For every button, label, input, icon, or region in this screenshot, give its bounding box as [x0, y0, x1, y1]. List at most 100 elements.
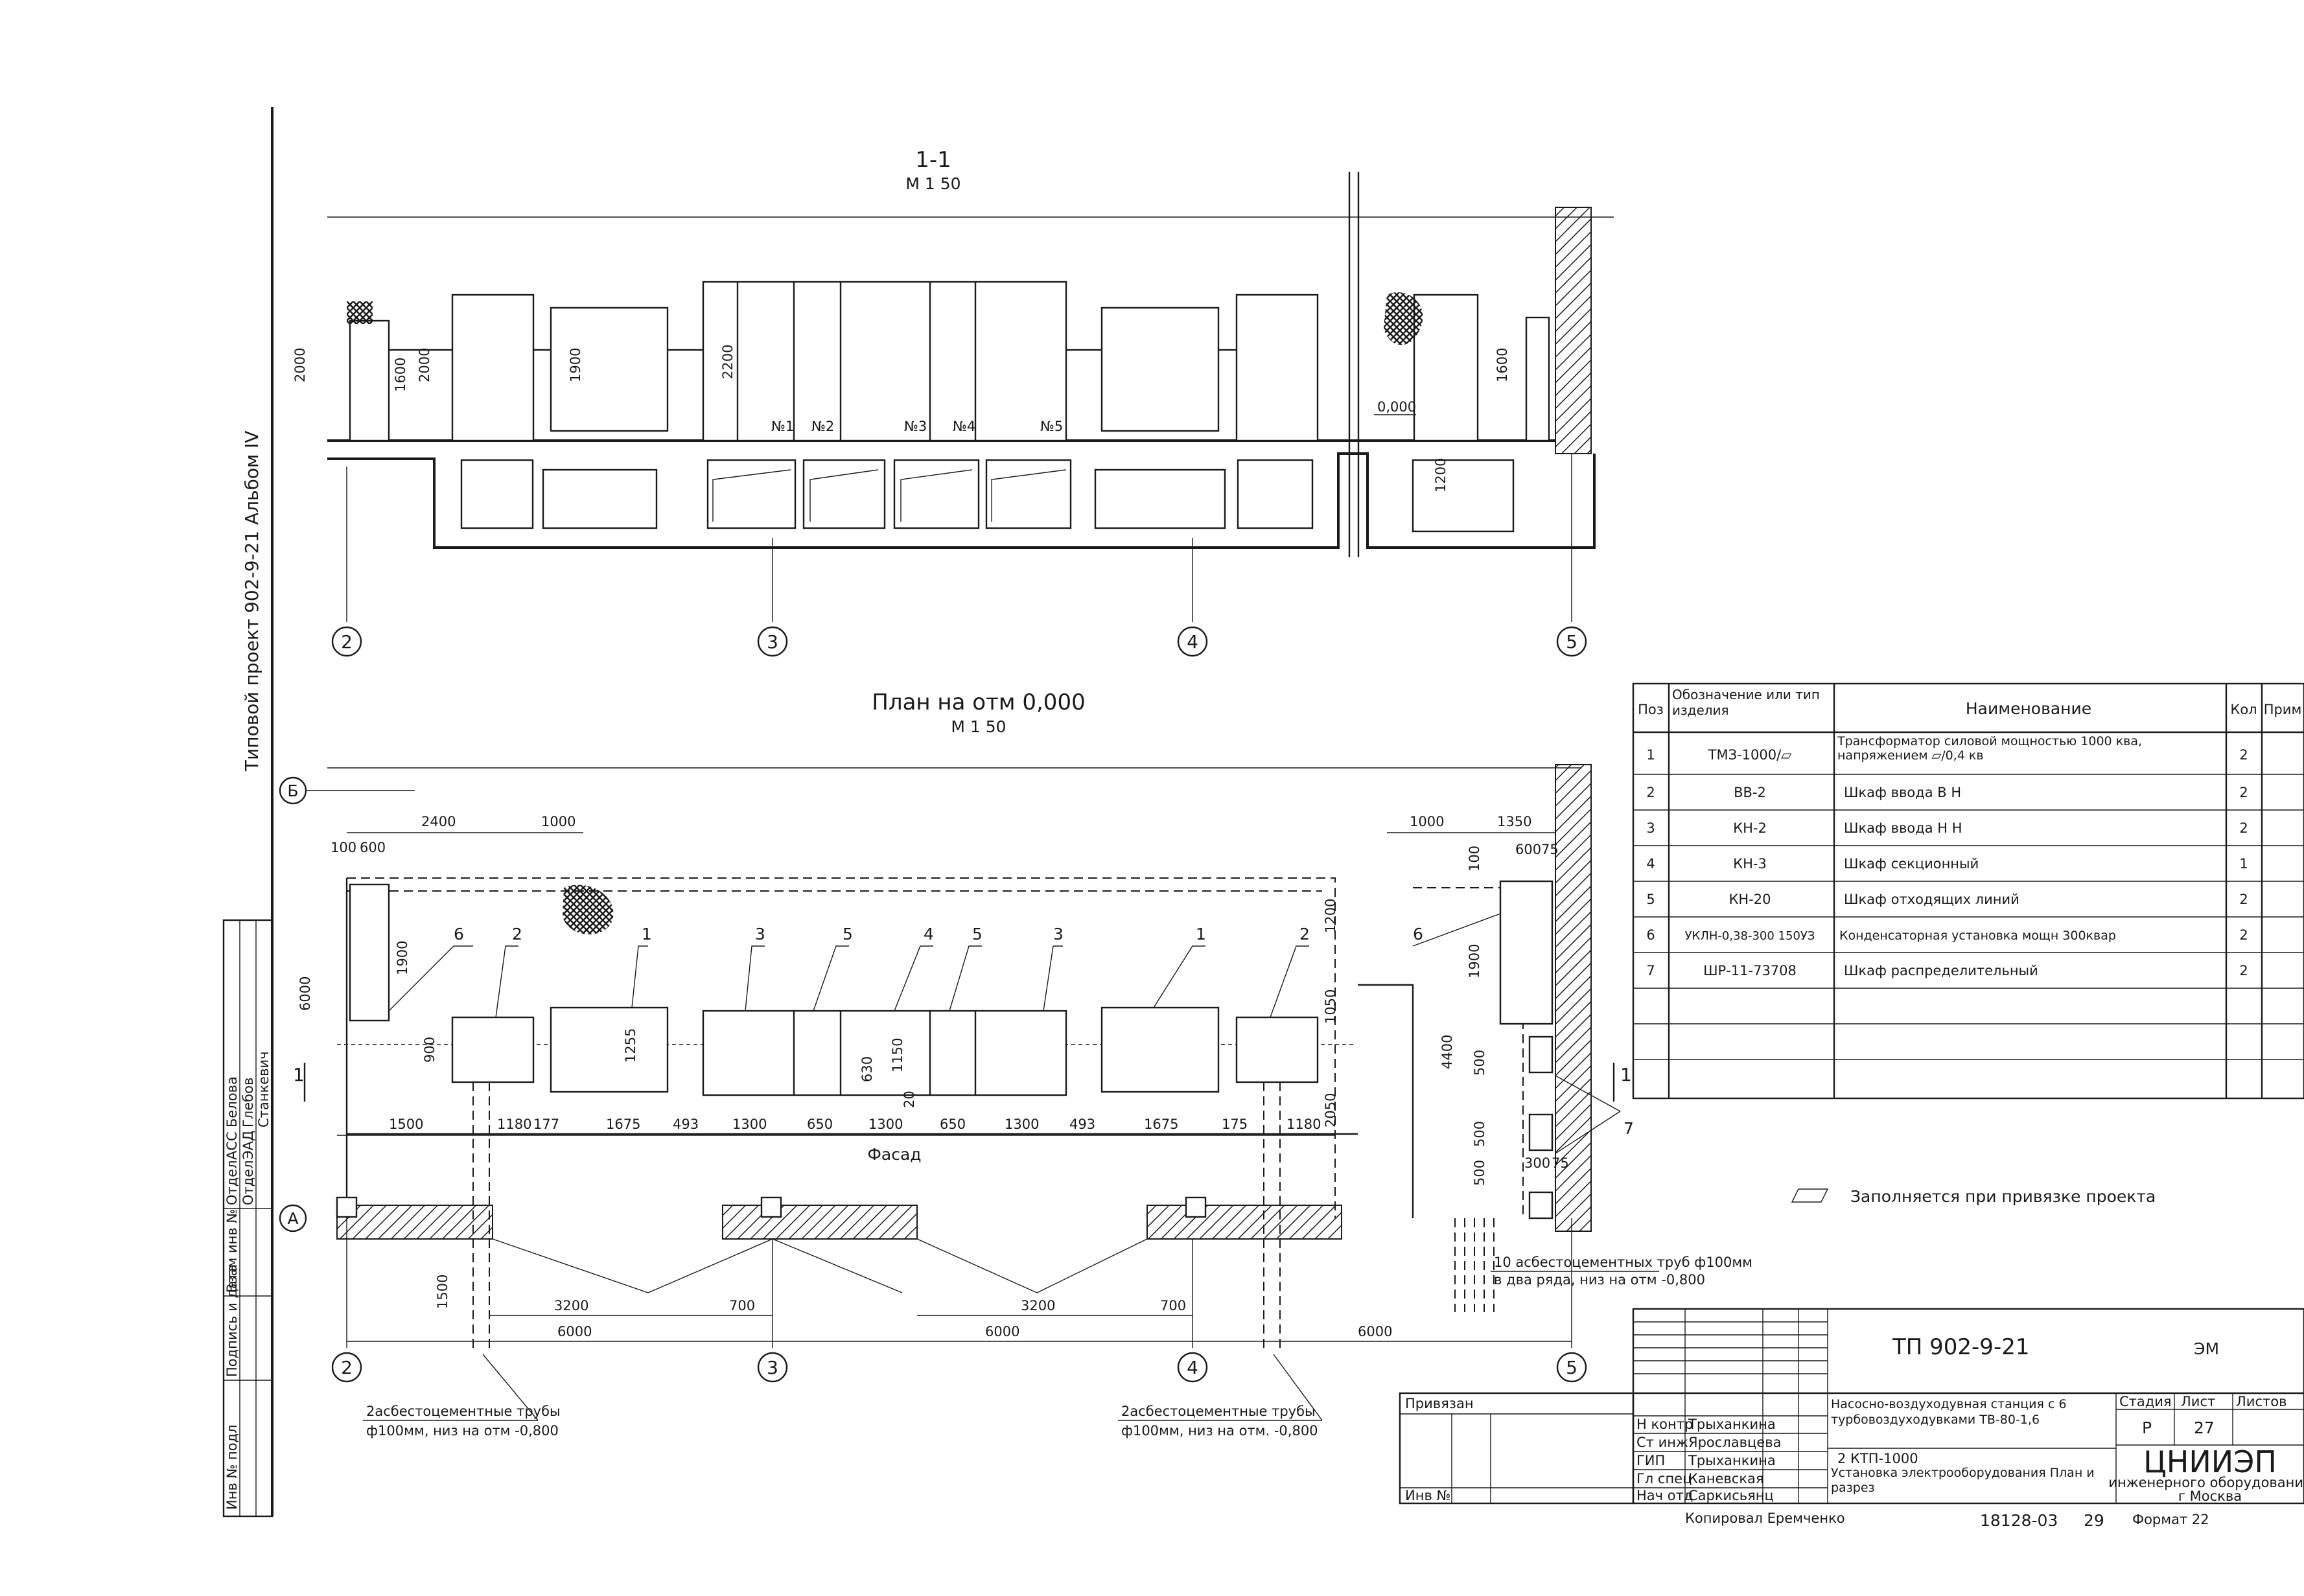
row-pos: 5	[1646, 892, 1655, 907]
org-logo: ЦНИИЭП	[2143, 1444, 2277, 1479]
staff-name: Саркисьянц	[1688, 1488, 1774, 1503]
plan-view: План на отм 0,000 М 1 50 Б А	[279, 689, 2156, 1439]
section-scale: М 1 50	[905, 174, 960, 193]
note-pipes-left-1: 2асбестоцементные трубы	[366, 1404, 561, 1419]
staff-name: Трыханкина	[1688, 1453, 1776, 1468]
pipe-bank	[1454, 1218, 1495, 1312]
cable-channel	[327, 452, 1596, 549]
plan-cabinet-7c	[1528, 1191, 1553, 1220]
plan-axis-2: 2	[341, 1357, 353, 1378]
dim-1500v: 1500	[435, 1275, 450, 1309]
staff-role: Гл спец	[1636, 1471, 1692, 1486]
dim-2400: 2400	[421, 814, 456, 829]
row-name: Трансформатор силовой мощностью 1000 ква…	[1837, 734, 2143, 763]
dim-1255: 1255	[623, 1028, 638, 1063]
plan-cabinet-6-left	[349, 883, 390, 1022]
callout: 4	[924, 925, 934, 943]
format: Формат 22	[2132, 1512, 2209, 1527]
desc-1: Насосно-воздуходувная станция с 6 турбов…	[1831, 1397, 2067, 1427]
dim-100b: 100	[1467, 846, 1482, 872]
section-dim-1900: 1900	[568, 348, 583, 382]
doc-code: ТП 902-9-21	[1892, 1334, 2029, 1360]
row-dim: 1300	[732, 1116, 767, 1132]
row-qty: 1	[2239, 856, 2248, 872]
dim-6000c: 6000	[1358, 1324, 1392, 1339]
axis-b: Б	[287, 781, 298, 800]
callout: 5	[972, 925, 983, 943]
note-pipes-right-1: 2асбестоцементные трубы	[1121, 1404, 1316, 1419]
callout: 1	[642, 925, 652, 943]
th-pos: Поз	[1638, 702, 1664, 717]
callout: 3	[755, 925, 765, 943]
stadia-value: Р	[2142, 1418, 2152, 1437]
row-dim: 650	[807, 1116, 833, 1132]
section-transformer-right	[1100, 306, 1220, 432]
staff-role: Нач отд	[1636, 1488, 1693, 1503]
staff-name: Ярославцева	[1688, 1435, 1781, 1450]
row-pos: 4	[1646, 856, 1655, 872]
label-n3: №3	[904, 419, 927, 434]
plan-cabinet-7a	[1528, 1035, 1553, 1074]
dim-1900a: 1900	[395, 941, 410, 975]
stamp-col2-2: ЭАД	[240, 1131, 256, 1160]
plan-cabinet-2-right	[1235, 1016, 1319, 1083]
staff-role: Ст инж	[1636, 1435, 1688, 1450]
plan-cabinet-2-left	[451, 1016, 535, 1083]
row-qty: 2	[2239, 927, 2248, 943]
plan-axis-5: 5	[1566, 1357, 1577, 1378]
dim-500a: 500	[1472, 1050, 1487, 1076]
staff-name: Трыханкина	[1688, 1417, 1776, 1432]
spec-table: Поз Обозначение или тип изделия Наименов…	[1632, 682, 2304, 1100]
label-n1: №1	[771, 419, 794, 434]
foundation-right	[1146, 1205, 1342, 1240]
sheet-mark: ЭМ	[2194, 1339, 2219, 1358]
vertical-title: Типовой проект 902-9-21 Альбом IV	[241, 431, 262, 772]
foundation-left	[336, 1205, 493, 1240]
section-dim-2200: 2200	[720, 345, 736, 379]
plan-dim-row: 1500 1180 177 1675 493 1300 650 1300 650…	[389, 1116, 1321, 1132]
row-type: КН-3	[1733, 856, 1767, 872]
dim-20: 20	[902, 1091, 917, 1108]
callout: 3	[1053, 925, 1064, 943]
row-dim: 175	[1222, 1116, 1248, 1132]
section-cabinet-6-right	[1413, 294, 1479, 442]
left-stamp: Отдел АСС Белова Отдел ЭАД Глебов Станке…	[222, 919, 273, 1518]
dim-1000b: 1000	[1410, 814, 1444, 829]
privyazan: Привязан	[1405, 1396, 1474, 1411]
section-cabinet-2-right	[1235, 294, 1319, 442]
inv-label: Инв №	[1405, 1488, 1450, 1503]
dim-1900b: 1900	[1467, 944, 1482, 978]
section-dim-1200: 1200	[1433, 458, 1449, 492]
staff-role: ГИП	[1636, 1453, 1665, 1468]
row-qty: 2	[2239, 747, 2248, 763]
row-pos: 2	[1646, 785, 1655, 800]
plan-title: План на отм 0,000	[872, 689, 1085, 715]
org-city: г Москва	[2178, 1488, 2242, 1504]
plan-axis-3: 3	[767, 1357, 778, 1378]
plan-cabinet-6-right	[1499, 880, 1553, 1025]
callout: 2	[512, 925, 522, 943]
row-name: Шкаф отходящих линий	[1844, 892, 2019, 907]
plan-wall-hatched	[1555, 764, 1592, 1232]
section-1-1: 1-1 М 1 50	[292, 147, 1614, 657]
section-switchgear	[702, 281, 1067, 442]
plan-transformer-right	[1100, 1006, 1220, 1093]
row-dim: 1675	[1144, 1116, 1178, 1132]
dim-500b: 500	[1472, 1121, 1487, 1147]
section-mark-left: 1	[293, 1064, 305, 1085]
listov-header: Листов	[2236, 1394, 2287, 1409]
row-dim: 1300	[1005, 1116, 1039, 1132]
dim-630: 630	[859, 1056, 875, 1082]
row-dim: 1300	[868, 1116, 903, 1132]
row-dim: 1180	[1286, 1116, 1321, 1132]
callout: 1	[1196, 925, 1206, 943]
row-dim: 1180	[497, 1116, 531, 1132]
row-name: Шкаф ввода Н Н	[1844, 820, 1962, 836]
section-axis-4: 4	[1187, 631, 1198, 653]
dim-75a: 75	[1541, 842, 1559, 857]
dim-6000v: 6000	[297, 977, 313, 1011]
channel-boxes	[460, 459, 1515, 533]
dim-1200: 1200	[1323, 899, 1338, 933]
